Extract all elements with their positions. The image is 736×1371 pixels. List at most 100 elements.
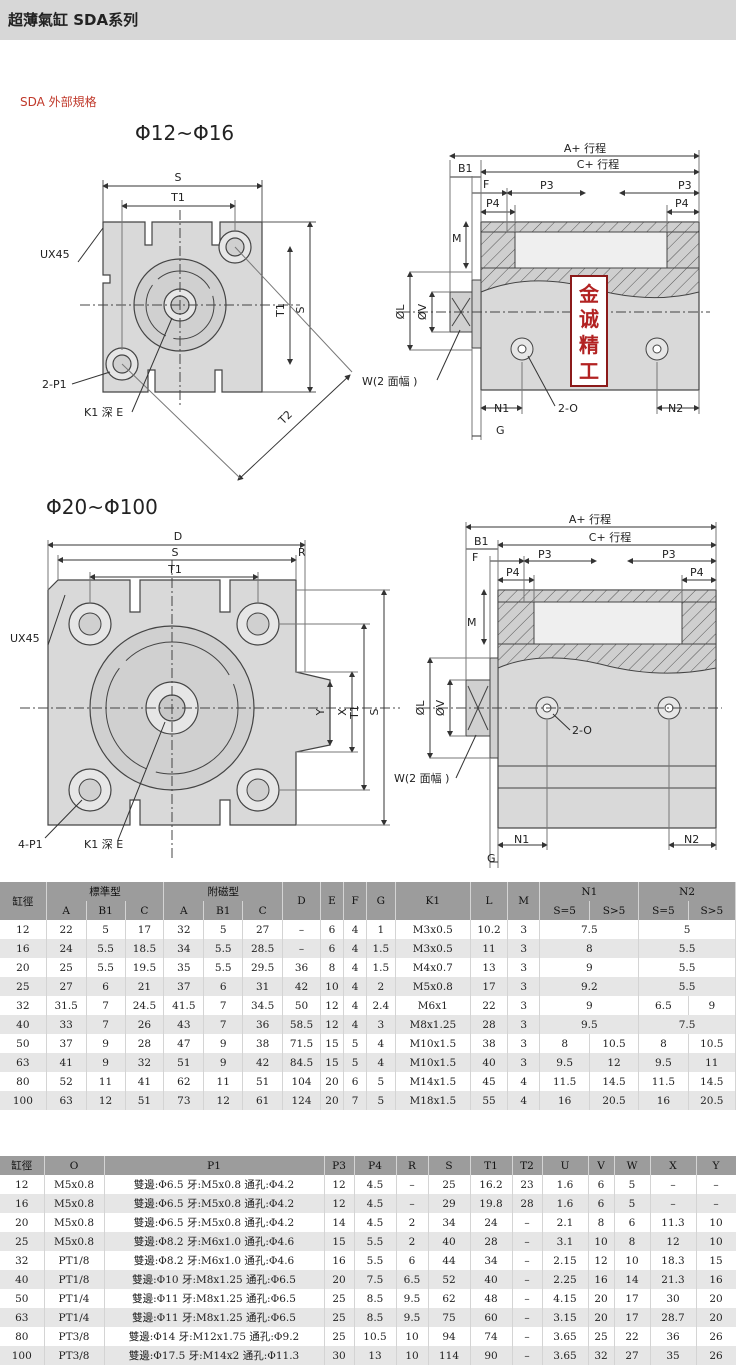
col-subheader: S>5 [589, 901, 640, 920]
table-cell: 5.5 [354, 1232, 397, 1251]
table-cell: M6x1 [395, 996, 472, 1015]
table-cell: 2 [396, 1213, 429, 1232]
table-cell: 4 [366, 1034, 396, 1053]
section-subtitle: SDA 外部規格 [20, 95, 97, 109]
table-cell: – [396, 1175, 429, 1194]
table-cell: 5 [614, 1175, 651, 1194]
table-cell: 35 [163, 958, 205, 977]
table-cell: 7 [86, 1015, 126, 1034]
table-cell: 7.5 [354, 1270, 397, 1289]
table-cell: 42 [282, 977, 321, 996]
table-cell: 22 [614, 1327, 651, 1346]
table-cell: 16 [0, 1194, 45, 1213]
dim-C-stroke: C+ 行程 [577, 158, 619, 171]
col-header: S [428, 1156, 471, 1175]
table-cell: – [512, 1270, 543, 1289]
table-cell: 雙邊:Φ8.2 牙:M6x1.0 通孔:Φ4.6 [104, 1251, 325, 1270]
dim-G: G [496, 424, 505, 437]
col-subheader: B1 [203, 901, 244, 920]
table1-header-row-1: 缸徑 標準型 附磁型 D E F G K1 L M N1 N2 [0, 882, 736, 920]
table-cell: 9 [203, 1053, 244, 1072]
table-cell: 43 [163, 1015, 205, 1034]
table-cell: 5 [366, 1091, 396, 1110]
dim-F: F [483, 178, 489, 191]
table-cell: 6.5 [638, 996, 689, 1015]
col-subheader: A [163, 901, 205, 920]
dim-T1-vertical: T1 [348, 705, 361, 720]
table-cell: 25 [0, 977, 47, 996]
table-cell: 4 [343, 939, 368, 958]
page-header: 超薄氣缸 SDA系列 [0, 0, 736, 40]
drawing1-front-view: S T1 T1 S T2 UX45 2-P1 K1 深 E [40, 171, 353, 481]
table-cell: M5x0.8 [44, 1194, 105, 1213]
table-cell: 7 [343, 1091, 368, 1110]
table-cell: 16 [0, 939, 47, 958]
table-cell: 12 [589, 1053, 640, 1072]
table-cell: 42 [242, 1053, 284, 1072]
stamp-char-2: 诚 [579, 307, 599, 331]
table-cell: 12 [320, 996, 345, 1015]
table-cell: 1.5 [366, 939, 396, 958]
label-P1: 4-P1 [18, 838, 43, 851]
table-cell: 25 [588, 1327, 615, 1346]
table-cell: 雙邊:Φ6.5 牙:M5x0.8 通孔:Φ4.2 [104, 1175, 325, 1194]
table-cell: 8 [539, 1034, 590, 1053]
table-cell: 4 [507, 1091, 541, 1110]
dim-T1-vertical: T1 [274, 303, 287, 318]
table-cell: 26 [696, 1346, 736, 1365]
table-cell: 6 [588, 1175, 615, 1194]
table-cell: 16 [638, 1091, 689, 1110]
table-cell: 40 [428, 1232, 471, 1251]
table-cell: 7 [203, 1015, 244, 1034]
table-cell: 58.5 [282, 1015, 321, 1034]
table-cell: PT3/8 [44, 1327, 105, 1346]
table-cell: 5 [343, 1053, 368, 1072]
table-cell: 32 [125, 1053, 165, 1072]
table-cell: 5.5 [86, 958, 126, 977]
dim-N1: N1 [514, 833, 529, 846]
table-cell: 94 [428, 1327, 471, 1346]
table-cell: 19.5 [125, 958, 165, 977]
table-cell: – [512, 1213, 543, 1232]
table-cell: 19.8 [470, 1194, 513, 1213]
col-header: O [44, 1156, 105, 1175]
table-cell: 34 [163, 939, 205, 958]
table-cell: 80 [0, 1072, 47, 1091]
table-cell: 34 [428, 1213, 471, 1232]
table-cell: 4 [507, 1072, 541, 1091]
table-cell: 6 [614, 1213, 651, 1232]
table-cell: M5x0.8 [44, 1213, 105, 1232]
table-cell: 8 [320, 958, 345, 977]
table-cell: 2 [366, 977, 396, 996]
table-cell: 50 [0, 1289, 45, 1308]
dim-Y: Y [314, 708, 327, 716]
table-cell: 12 [0, 1175, 45, 1194]
table-cell: 9 [86, 1034, 126, 1053]
table-cell: 3 [507, 996, 541, 1015]
dim-P3-left: P3 [540, 179, 554, 192]
table-cell: 4.5 [354, 1213, 397, 1232]
table-cell: M3x0.5 [395, 920, 472, 939]
table-cell: 10 [320, 977, 345, 996]
table-cell: 6 [396, 1251, 429, 1270]
col-header: P3 [324, 1156, 355, 1175]
table-cell: 12 [588, 1251, 615, 1270]
table-cell: 10 [614, 1251, 651, 1270]
table-cell: 12 [0, 920, 47, 939]
table-cell: 1.5 [366, 958, 396, 977]
table-cell: – [512, 1289, 543, 1308]
table-cell: 4.5 [354, 1194, 397, 1213]
table-cell: 75 [428, 1308, 471, 1327]
table-cell: 9 [539, 958, 640, 977]
table-cell: 雙邊:Φ10 牙:M8x1.25 通孔:Φ6.5 [104, 1270, 325, 1289]
table-cell: 20 [320, 1091, 345, 1110]
dim-N2: N2 [668, 402, 683, 415]
table-cell: – [396, 1194, 429, 1213]
dim-P4-left: P4 [486, 197, 500, 210]
table-cell: 15 [320, 1034, 345, 1053]
